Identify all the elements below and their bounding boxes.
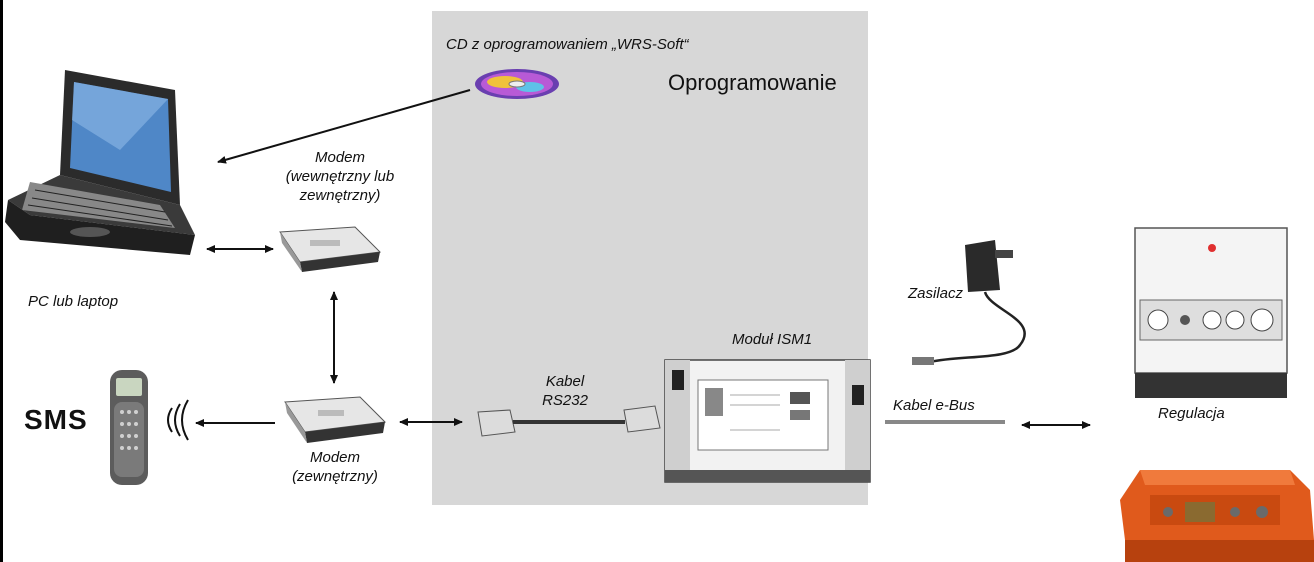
sms-label: SMS	[24, 404, 88, 435]
controller-unit-icon	[1134, 227, 1288, 398]
power-adapter-label: Zasilacz	[908, 285, 964, 302]
boiler-controller-icon	[1120, 470, 1314, 562]
software-title: Oprogramowanie	[668, 70, 837, 95]
modem-external-icon	[284, 396, 387, 443]
rs232-cable-label: Kabel RS232	[525, 372, 605, 410]
modem-internal-label-line2: (wewnętrzny lub	[285, 168, 395, 185]
modem-internal-label: Modem (wewnętrzny lub zewnętrzny)	[285, 148, 395, 205]
arrow-cd-to-laptop	[217, 89, 471, 164]
modem-internal-label-line1: Modem	[314, 149, 366, 166]
ism1-module-icon	[664, 359, 871, 483]
module-label: Moduł ISM1	[732, 331, 813, 348]
left-edge-line	[0, 0, 3, 562]
ebus-cable-label: Kabel e-Bus	[893, 397, 975, 414]
laptop-icon	[5, 70, 195, 255]
cd-disc-icon	[475, 69, 559, 99]
rs232-cable-icon	[477, 405, 661, 437]
rs232-cable-label-line2: RS232	[542, 392, 588, 409]
power-adapter-icon	[912, 240, 1026, 365]
controller-label: Regulacja	[1158, 405, 1225, 422]
pc-label: PC lub laptop	[28, 293, 119, 310]
rs232-cable-label-line1: Kabel	[545, 373, 585, 390]
radio-waves-icon	[167, 399, 189, 441]
modem-external-label-line1: Modem	[309, 449, 361, 466]
mobile-phone-icon	[110, 370, 148, 485]
modem-external-label: Modem (zewnętrzny)	[280, 448, 390, 486]
modem-external-label-line2: (zewnętrzny)	[292, 468, 378, 485]
modem-internal-label-line3: zewnętrzny)	[299, 187, 381, 204]
cd-label: CD z oprogramowaniem „WRS-Soft“	[446, 36, 689, 53]
modem-internal-icon	[279, 226, 382, 272]
